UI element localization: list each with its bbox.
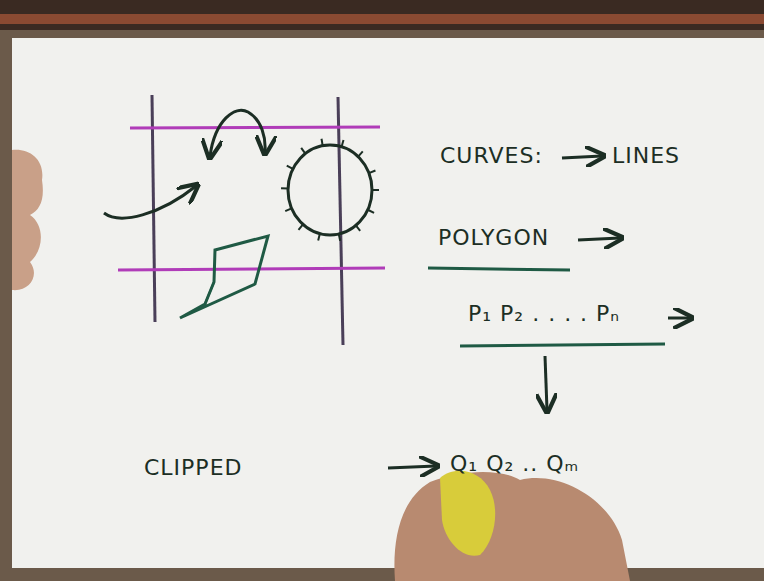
tick xyxy=(369,171,375,174)
window-edge xyxy=(130,127,380,128)
tick-marks xyxy=(281,139,379,241)
fingers xyxy=(12,150,43,290)
heading-text: POLYGON xyxy=(438,226,549,250)
point-list: P₁ P₂ . . . . Pₙ xyxy=(468,302,620,326)
board xyxy=(12,38,764,568)
tick xyxy=(299,224,303,229)
hand xyxy=(394,472,630,581)
curve xyxy=(104,186,196,218)
underline xyxy=(428,268,570,270)
window-edge xyxy=(338,97,343,345)
point-list: Q₁ Q₂ .. Qₘ xyxy=(450,452,579,476)
board-frame xyxy=(0,0,764,30)
tick xyxy=(358,151,363,156)
tick xyxy=(342,140,344,147)
tick xyxy=(339,234,340,241)
arrow xyxy=(388,466,436,468)
tick xyxy=(372,189,379,191)
circle xyxy=(288,145,372,235)
arrow xyxy=(545,356,547,410)
tick xyxy=(285,208,291,211)
tick xyxy=(301,148,305,154)
arrow xyxy=(668,317,690,320)
note-text: CLIPPED xyxy=(144,456,242,480)
polygon xyxy=(205,282,214,304)
tick xyxy=(281,187,288,189)
cloth xyxy=(440,471,495,556)
heading-text: CURVES: xyxy=(440,144,543,168)
tick xyxy=(321,139,322,146)
board-frame xyxy=(0,14,764,24)
arrow xyxy=(562,156,602,158)
curve xyxy=(210,110,265,156)
window-edge xyxy=(118,268,385,270)
underline xyxy=(460,344,665,346)
arrow xyxy=(578,238,620,240)
heading-text: LINES xyxy=(612,144,680,168)
tick xyxy=(368,210,374,213)
tick xyxy=(287,166,293,169)
tick xyxy=(318,234,320,241)
tick xyxy=(356,225,360,231)
polygon xyxy=(180,236,268,318)
